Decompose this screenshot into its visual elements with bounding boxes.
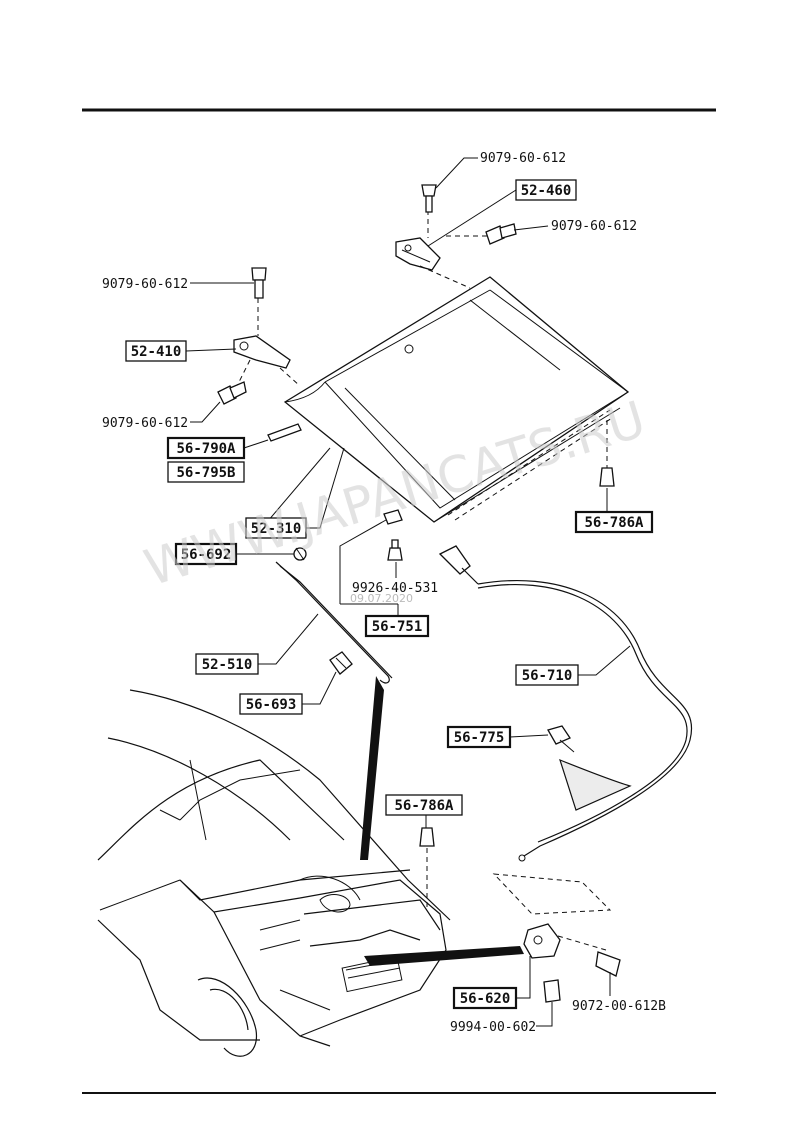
bolt-icon bbox=[421, 184, 437, 213]
label-holder: 56-693 bbox=[246, 697, 297, 713]
location-arrow bbox=[364, 946, 524, 966]
label-bonnet: 52-310 bbox=[251, 521, 302, 537]
label-clip-rod: 56-692 bbox=[181, 547, 232, 563]
label-hinge-right: 52-460 bbox=[521, 183, 572, 199]
leader-line bbox=[185, 348, 237, 352]
bolt-icon bbox=[217, 381, 247, 405]
bonnet-panel bbox=[283, 276, 630, 523]
label-hinge-left: 52-410 bbox=[131, 344, 182, 360]
bolt-icon bbox=[595, 951, 621, 977]
leader-line bbox=[435, 157, 478, 189]
cable-clip-arrow bbox=[559, 758, 632, 811]
leader-line bbox=[427, 189, 517, 247]
label-stay: 52-510 bbox=[202, 657, 253, 673]
label-box bbox=[167, 461, 245, 483]
label-seal-b: 56-795B bbox=[176, 465, 235, 481]
leader-line bbox=[243, 439, 269, 449]
cushion-icon bbox=[419, 827, 435, 910]
bolt-icon bbox=[251, 267, 267, 299]
label-seal-a: 56-790A bbox=[176, 441, 236, 457]
label-bumper: 56-751 bbox=[372, 619, 423, 635]
bumper-stop-icon bbox=[387, 539, 403, 561]
leader-line bbox=[578, 645, 631, 676]
bonnet-bumper-icon bbox=[383, 509, 403, 525]
location-arrow bbox=[360, 676, 384, 860]
label-nut-lock: 9994-00-602 bbox=[450, 1020, 536, 1035]
label-bolt-left-bottom: 9079-60-612 bbox=[102, 416, 188, 431]
label-clip-cable: 56-775 bbox=[454, 730, 505, 746]
cable-clip-icon bbox=[547, 725, 575, 753]
label-bolt-left-top: 9079-60-612 bbox=[102, 277, 188, 292]
label-lock: 56-620 bbox=[460, 991, 511, 1007]
label-stop: 9926-40-531 bbox=[352, 581, 438, 596]
label-bolt-lock: 9072-00-612B bbox=[572, 999, 666, 1014]
label-cable: 56-710 bbox=[522, 668, 573, 684]
leader-line bbox=[306, 447, 345, 529]
bonnet-seal bbox=[261, 423, 331, 529]
label-bolt-top: 9079-60-612 bbox=[480, 151, 566, 166]
leader-line bbox=[302, 671, 337, 705]
label-cushion-lower: 56-786A bbox=[394, 798, 454, 814]
leader-line bbox=[339, 519, 399, 616]
bonnet-lock bbox=[523, 923, 607, 959]
cable-route-dashes bbox=[492, 873, 612, 915]
rod-holder-icon bbox=[329, 651, 353, 675]
watermark-date: 09.07.2020 bbox=[350, 592, 413, 605]
label-box bbox=[574, 510, 654, 534]
leader-line bbox=[258, 613, 319, 665]
bonnet-rear-seal bbox=[447, 409, 613, 521]
hinge-right bbox=[395, 210, 488, 289]
stay-rod bbox=[275, 561, 393, 684]
hinge-left bbox=[233, 298, 301, 389]
release-cable bbox=[438, 545, 693, 862]
label-bolt-right: 9079-60-612 bbox=[551, 219, 637, 234]
leader-line bbox=[516, 956, 531, 999]
label-cushion-right: 56-786A bbox=[584, 515, 644, 531]
leader-line bbox=[509, 734, 549, 738]
leader-line bbox=[513, 225, 549, 231]
nut-icon bbox=[543, 979, 561, 1003]
cushion-icon bbox=[599, 420, 615, 487]
car-outline bbox=[97, 689, 451, 1057]
bolt-icon bbox=[485, 223, 517, 245]
leader-line bbox=[190, 401, 221, 423]
label-box bbox=[364, 614, 430, 638]
label-box bbox=[385, 794, 463, 816]
leader-line bbox=[536, 1002, 553, 1027]
